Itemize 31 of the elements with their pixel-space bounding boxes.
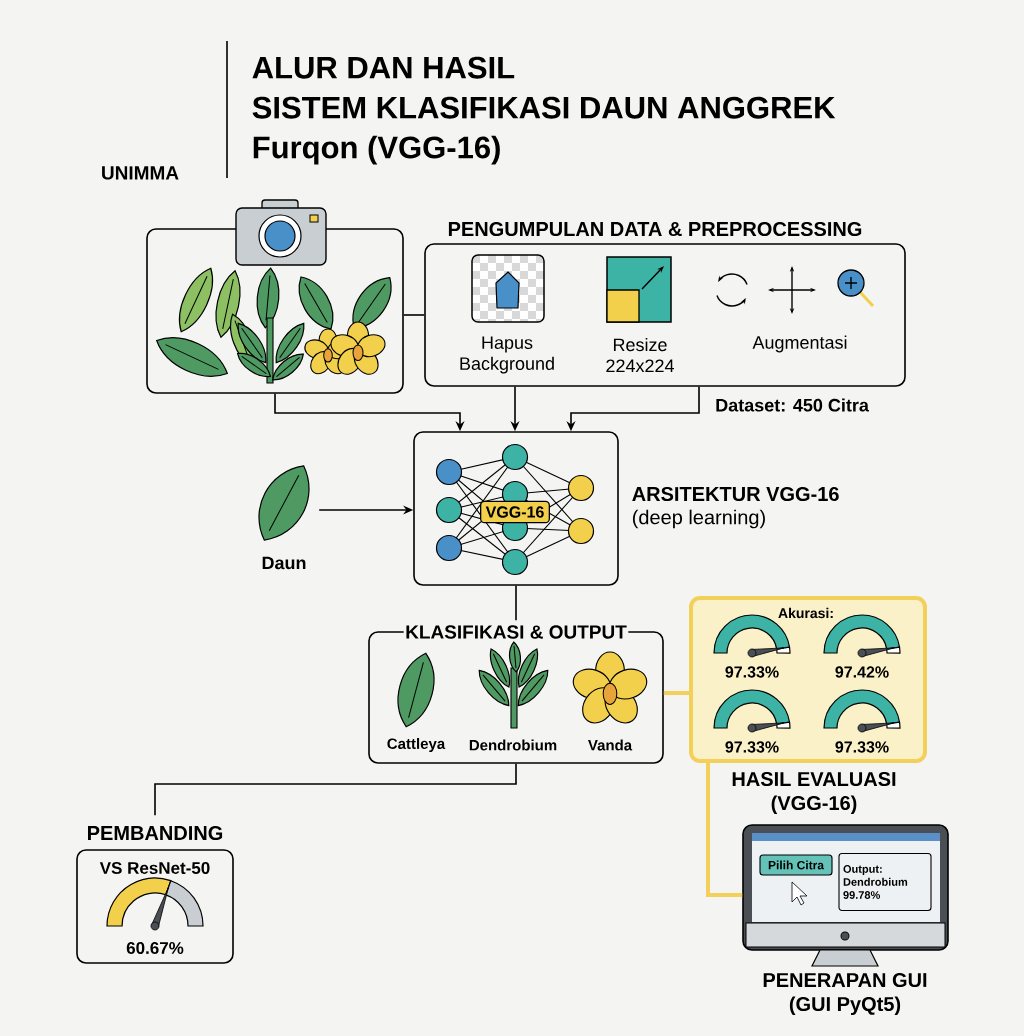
section-heading: ARSITEKTUR VGG-16 [632,486,839,502]
class-label: Cattleya [387,738,446,752]
connector-line [515,585,517,621]
section-subheading: (deep learning) [632,509,765,529]
accuracy-value: 60.67% [126,941,184,954]
connector-line [663,691,689,695]
section-heading: HASIL EVALUASI (VGG-16) [732,771,896,815]
title: ALUR DAN HASIL [252,56,515,79]
accuracy-heading: Akurasi: [778,607,833,619]
connector-line [706,763,743,897]
model-badge: VGG-16 [480,500,550,524]
section-heading: PEMBANDING [88,825,223,841]
step-label: Hapus Background [460,336,554,374]
accuracy-value: 97.33% [725,741,779,753]
section-heading: PENGUMPULAN DATA & PREPROCESSING [448,221,862,237]
step-label: Resize 224x224 [606,337,674,372]
class-label: Vanda [588,739,633,751]
accuracy-value: 97.42% [835,666,889,678]
connector-line [154,763,517,816]
step-label: Augmentasi [752,335,847,353]
accuracy-value: 97.33% [835,741,889,753]
input-label: Daun [262,556,306,570]
title: SISTEM KLASIFIKASI DAUN ANGGREK [252,96,836,119]
university-name: UNIMMA [102,166,179,180]
section-heading: PENERAPAN GUI (GUI PyQt5) [763,972,927,1016]
subtitle: Furqon (VGG-16) [253,135,500,165]
connector-line [403,314,425,316]
accuracy-value: 97.33% [725,666,779,678]
edge-label: Dataset: 450 Citra [713,396,871,414]
class-label: Dendrobium [469,739,557,751]
model-label: VS ResNet-50 [99,861,210,874]
